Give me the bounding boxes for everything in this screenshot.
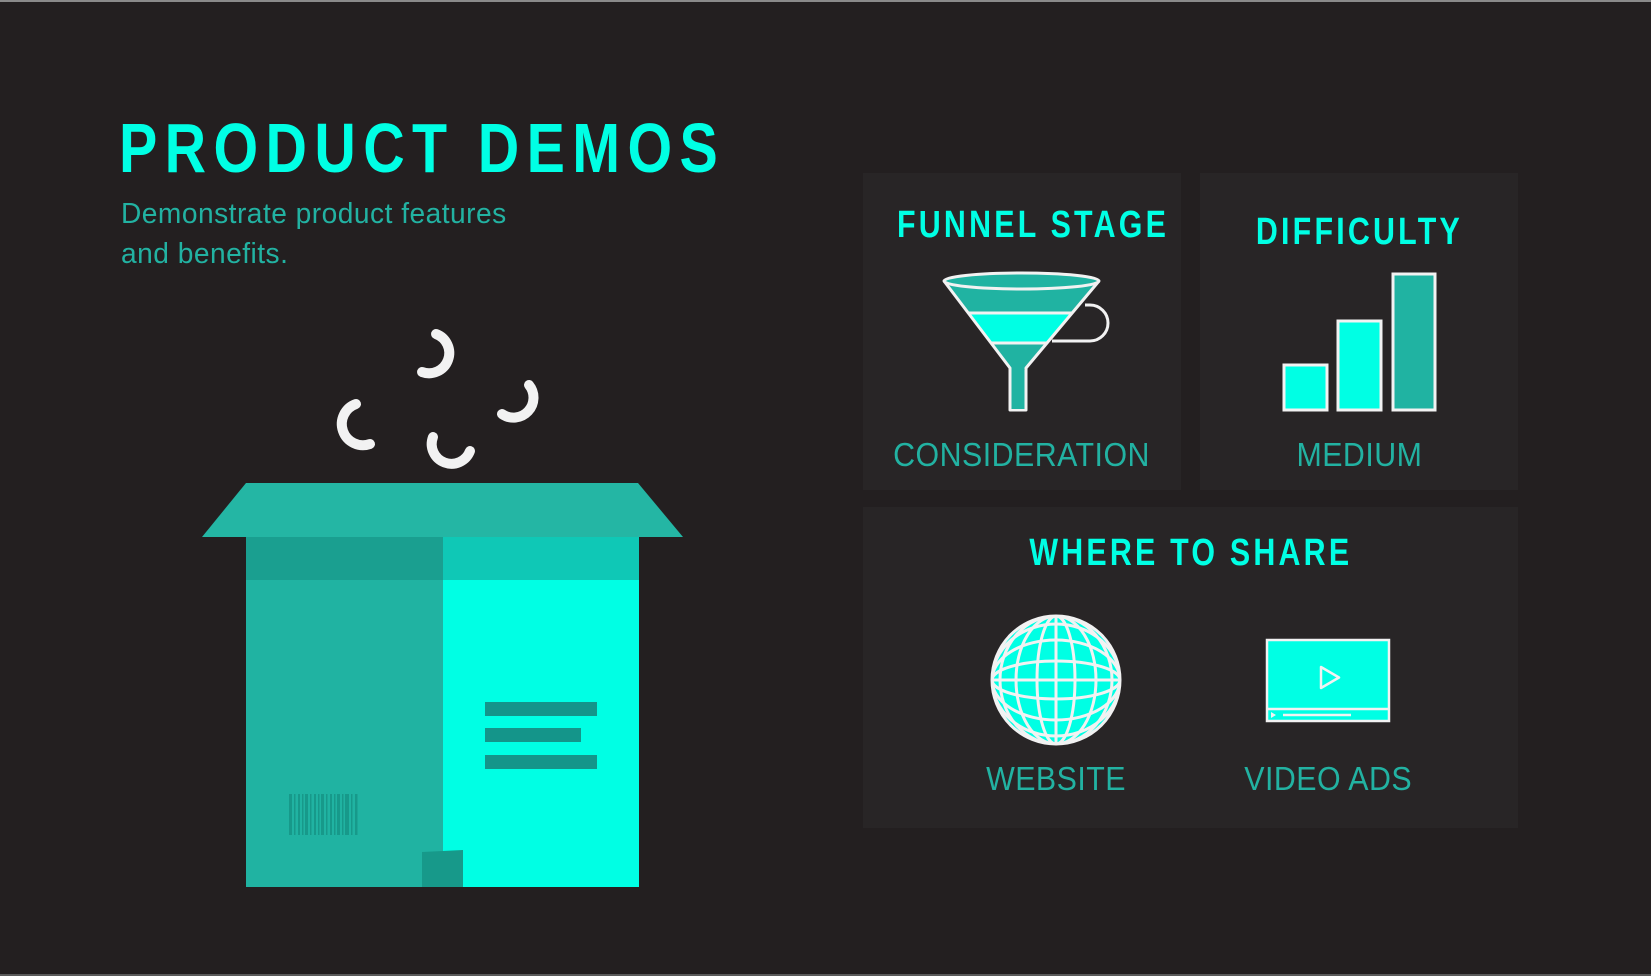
difficulty-value: MEDIUM	[1296, 436, 1422, 473]
particle-icon	[426, 432, 475, 469]
subtitle-line-2: and benefits.	[121, 238, 289, 270]
bottom-border	[0, 974, 1651, 976]
play-icon	[1319, 665, 1341, 690]
difficulty-bar-2	[1336, 319, 1383, 412]
funnel-stage-heading: FUNNEL STAGE	[897, 204, 1170, 246]
difficulty-bar-1	[1282, 363, 1329, 412]
page-subtitle: Demonstrate product features and benefit…	[121, 194, 641, 274]
channel-label-website: WEBSITE	[986, 760, 1126, 797]
particle-icon	[497, 380, 539, 423]
particle-icon	[417, 329, 455, 379]
particle-icons	[336, 329, 539, 469]
page-title: PRODUCT DEMOS	[119, 109, 726, 187]
particle-icon	[336, 399, 375, 451]
box-label-lines	[485, 702, 597, 769]
box-lid	[202, 483, 683, 537]
subtitle-line-1: Demonstrate product features	[121, 198, 507, 230]
difficulty-heading: DIFFICULTY	[1255, 211, 1463, 253]
where-to-share-panel: WHERE TO SHARE WEBSITE VIDEO ADS	[863, 507, 1518, 828]
where-to-share-heading: WHERE TO SHARE	[1029, 532, 1352, 574]
difficulty-bar-3	[1391, 272, 1437, 412]
funnel-stage-value: CONSIDERATION	[893, 436, 1151, 473]
channel-label-video-ads: VIDEO ADS	[1244, 760, 1412, 797]
top-border	[0, 0, 1651, 2]
box-tape	[422, 850, 463, 887]
box-side-left	[246, 537, 443, 887]
barcode-icon	[289, 794, 358, 835]
